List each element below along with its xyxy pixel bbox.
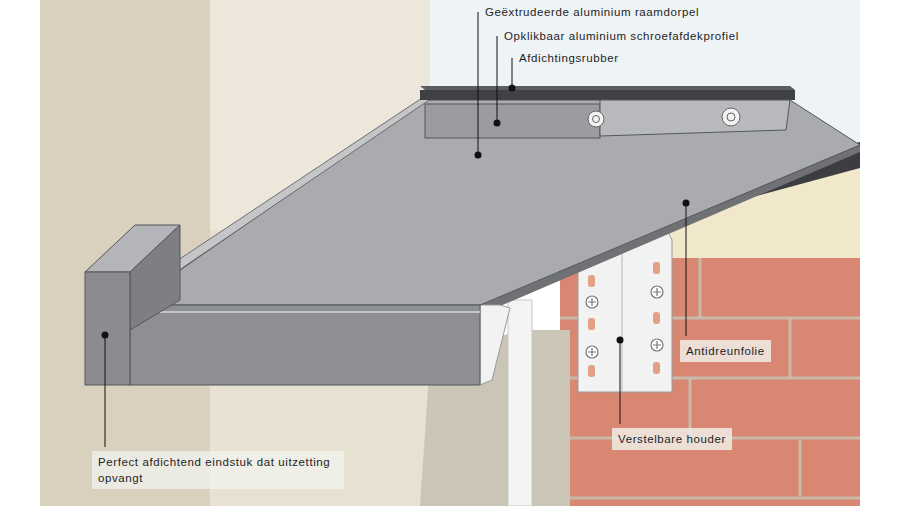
cover-profile-front bbox=[425, 104, 600, 138]
end-cap-side bbox=[130, 225, 180, 330]
sealing-rubber-top bbox=[420, 86, 795, 90]
leader-lines bbox=[105, 12, 686, 447]
bolts bbox=[588, 108, 740, 127]
part-label: Afdichtingsrubber bbox=[519, 50, 619, 66]
bracket-screws bbox=[586, 286, 663, 358]
bracket-holes bbox=[588, 262, 660, 377]
leader-dots bbox=[102, 85, 690, 344]
part-label: Geëxtrudeerde aluminium raamdorpel bbox=[485, 4, 699, 20]
sill-front bbox=[130, 305, 480, 385]
part-label: Perfect afdichtend eindstuk dat uitzetti… bbox=[92, 451, 344, 489]
sealing-rubber bbox=[420, 90, 795, 100]
sill-top bbox=[130, 100, 860, 305]
cover-profile bbox=[600, 100, 790, 136]
bracket-lip bbox=[480, 305, 510, 385]
sill-nose bbox=[130, 311, 480, 313]
part-label: Verstelbare houder bbox=[612, 428, 732, 450]
bracket-fold bbox=[622, 246, 623, 392]
pipe bbox=[508, 300, 532, 506]
part-label: Antidreunfolie bbox=[680, 340, 771, 362]
plaster-shadow bbox=[40, 0, 210, 506]
part-label: Opklikbaar aluminium schroefafdekprofiel bbox=[504, 28, 739, 44]
end-cap-front bbox=[85, 272, 130, 385]
